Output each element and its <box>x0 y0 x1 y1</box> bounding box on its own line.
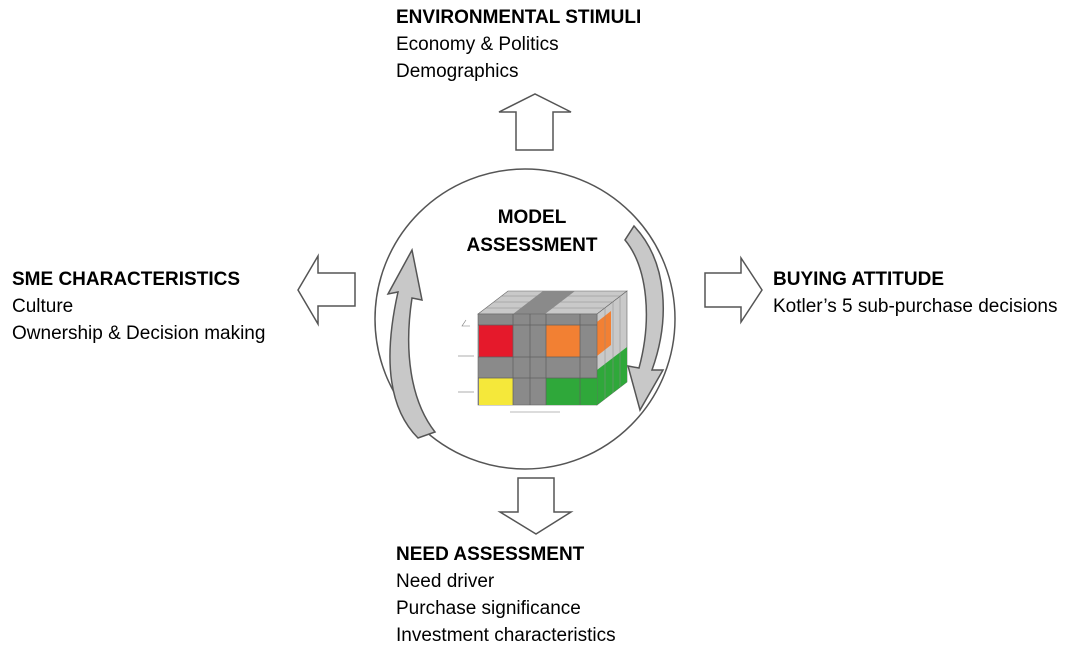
buying-attitude-heading: BUYING ATTITUDE <box>773 269 944 290</box>
need-assessment-item: Investment characteristics <box>396 625 616 646</box>
need-assessment-item: Need driver <box>396 571 495 592</box>
arrow-up-to-environmental-stimuli <box>498 93 572 151</box>
need-assessment-item: Purchase significance <box>396 598 581 619</box>
sme-characteristics-item: Ownership & Decision making <box>12 323 266 344</box>
buying-attitude-item: Kotler’s 5 sub-purchase decisions <box>773 296 1058 317</box>
environmental-stimuli-item: Economy & Politics <box>396 34 559 55</box>
cube-front-yellow-cell <box>479 378 513 405</box>
arrow-right-to-buying-attitude <box>704 255 763 325</box>
sme-characteristics-heading: SME CHARACTERISTICS <box>12 269 241 290</box>
cube-front-orange-cell <box>546 325 580 357</box>
cycle-arrow-right <box>624 224 665 412</box>
sme-characteristics-block: SME CHARACTERISTICS Culture Ownership & … <box>12 266 265 347</box>
cube-right-green <box>597 347 627 405</box>
cycle-arrow-left <box>386 247 437 439</box>
sme-characteristics-item: Culture <box>12 296 74 317</box>
need-assessment-block: NEED ASSESSMENT Need driver Purchase sig… <box>396 541 616 649</box>
assessment-cube-illustration <box>458 290 628 413</box>
model-assessment-title: MODEL ASSESSMENT <box>452 204 612 260</box>
model-assessment-title-line: ASSESSMENT <box>466 235 598 256</box>
model-assessment-title-line: MODEL <box>497 207 567 228</box>
need-assessment-heading: NEED ASSESSMENT <box>396 544 585 565</box>
environmental-stimuli-item: Demographics <box>396 61 519 82</box>
buying-attitude-block: BUYING ATTITUDE Kotler’s 5 sub-purchase … <box>773 266 1057 320</box>
arrow-down-to-need-assessment <box>497 477 574 535</box>
arrow-left-to-sme-characteristics <box>297 253 356 327</box>
environmental-stimuli-heading: ENVIRONMENTAL STIMULI <box>396 7 642 28</box>
cube-right-orange <box>597 311 611 356</box>
environmental-stimuli-block: ENVIRONMENTAL STIMULI Economy & Politics… <box>396 4 641 85</box>
cube-front-red-cell <box>479 325 513 357</box>
cube-front-green-cell <box>546 378 597 405</box>
